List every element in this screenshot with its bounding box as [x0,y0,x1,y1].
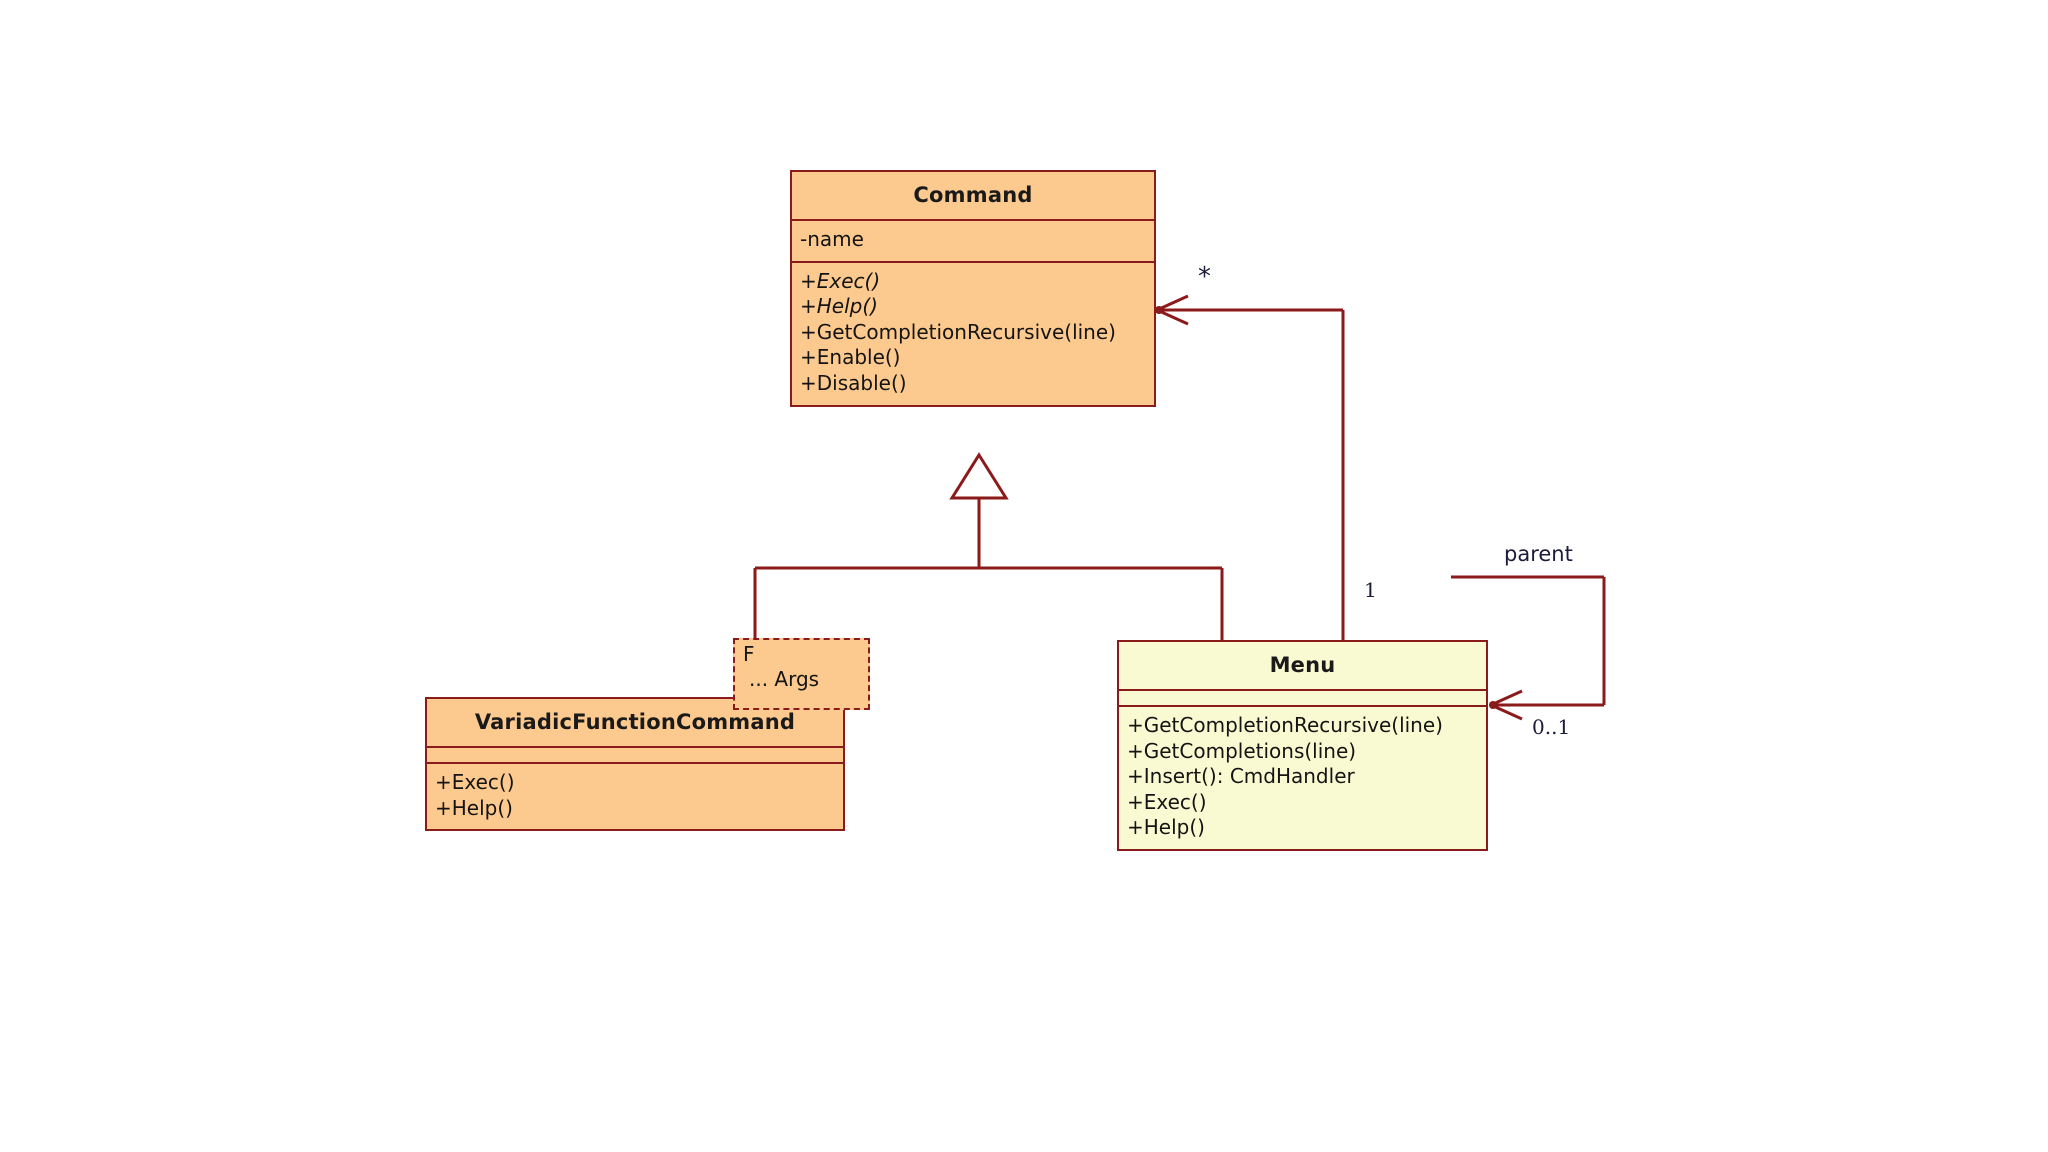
class-title-variadic-function-command: VariadicFunctionCommand [474,710,796,734]
class-title-menu: Menu [1269,653,1336,677]
role-label-parent: parent [1504,542,1573,566]
operation-row: +GetCompletions(line) [1127,738,1357,763]
class-box-command[interactable]: Command -name +Exec() +Help() +GetComple… [790,170,1156,407]
class-operations-menu: +GetCompletionRecursive(line) +GetComple… [1119,705,1486,849]
operation-row: +Help() [435,795,513,820]
generalization-edge-group [753,452,1224,640]
operation-row: +Help() [800,294,878,319]
operation-row: +Enable() [800,345,901,370]
operation-row: +Disable() [800,370,907,395]
multiplicity-label-one: 1 [1364,578,1377,602]
menu-parent-self-association-edge [1451,575,1606,721]
menu-command-association-edge [1155,294,1345,640]
multiplicity-label-zero-to-one: 0..1 [1532,715,1571,739]
class-operations-variadic-function-command: +Exec() +Help() [427,762,843,829]
class-attributes-command: -name [792,219,1154,261]
template-parameter: ... Args [749,667,820,692]
class-title-command: Command [913,183,1033,207]
attribute-row: -name [800,227,864,251]
operation-row: +Exec() [800,268,881,293]
operation-row: +Exec() [1127,789,1207,814]
template-parameter-box-variadic: F ... Args [733,638,870,710]
multiplicity-label-star: * [1198,262,1211,292]
operation-row: +GetCompletionRecursive(line) [800,319,1116,344]
generalization-triangle [949,452,1009,500]
class-attributes-variadic-function-command [427,746,843,762]
operation-row: +Help() [1127,815,1205,840]
class-box-menu[interactable]: Menu +GetCompletionRecursive(line) +GetC… [1117,640,1488,851]
operation-row: +GetCompletionRecursive(line) [1127,713,1443,737]
class-operations-command: +Exec() +Help() +GetCompletionRecursive(… [792,260,1154,405]
class-box-variadic-function-command[interactable]: VariadicFunctionCommand +Exec() +Help() [425,697,845,832]
operation-row: +Insert(): CmdHandler [1127,764,1355,789]
class-attributes-menu [1119,689,1486,705]
operation-row: +Exec() [435,770,515,794]
template-parameter: F [743,642,755,666]
